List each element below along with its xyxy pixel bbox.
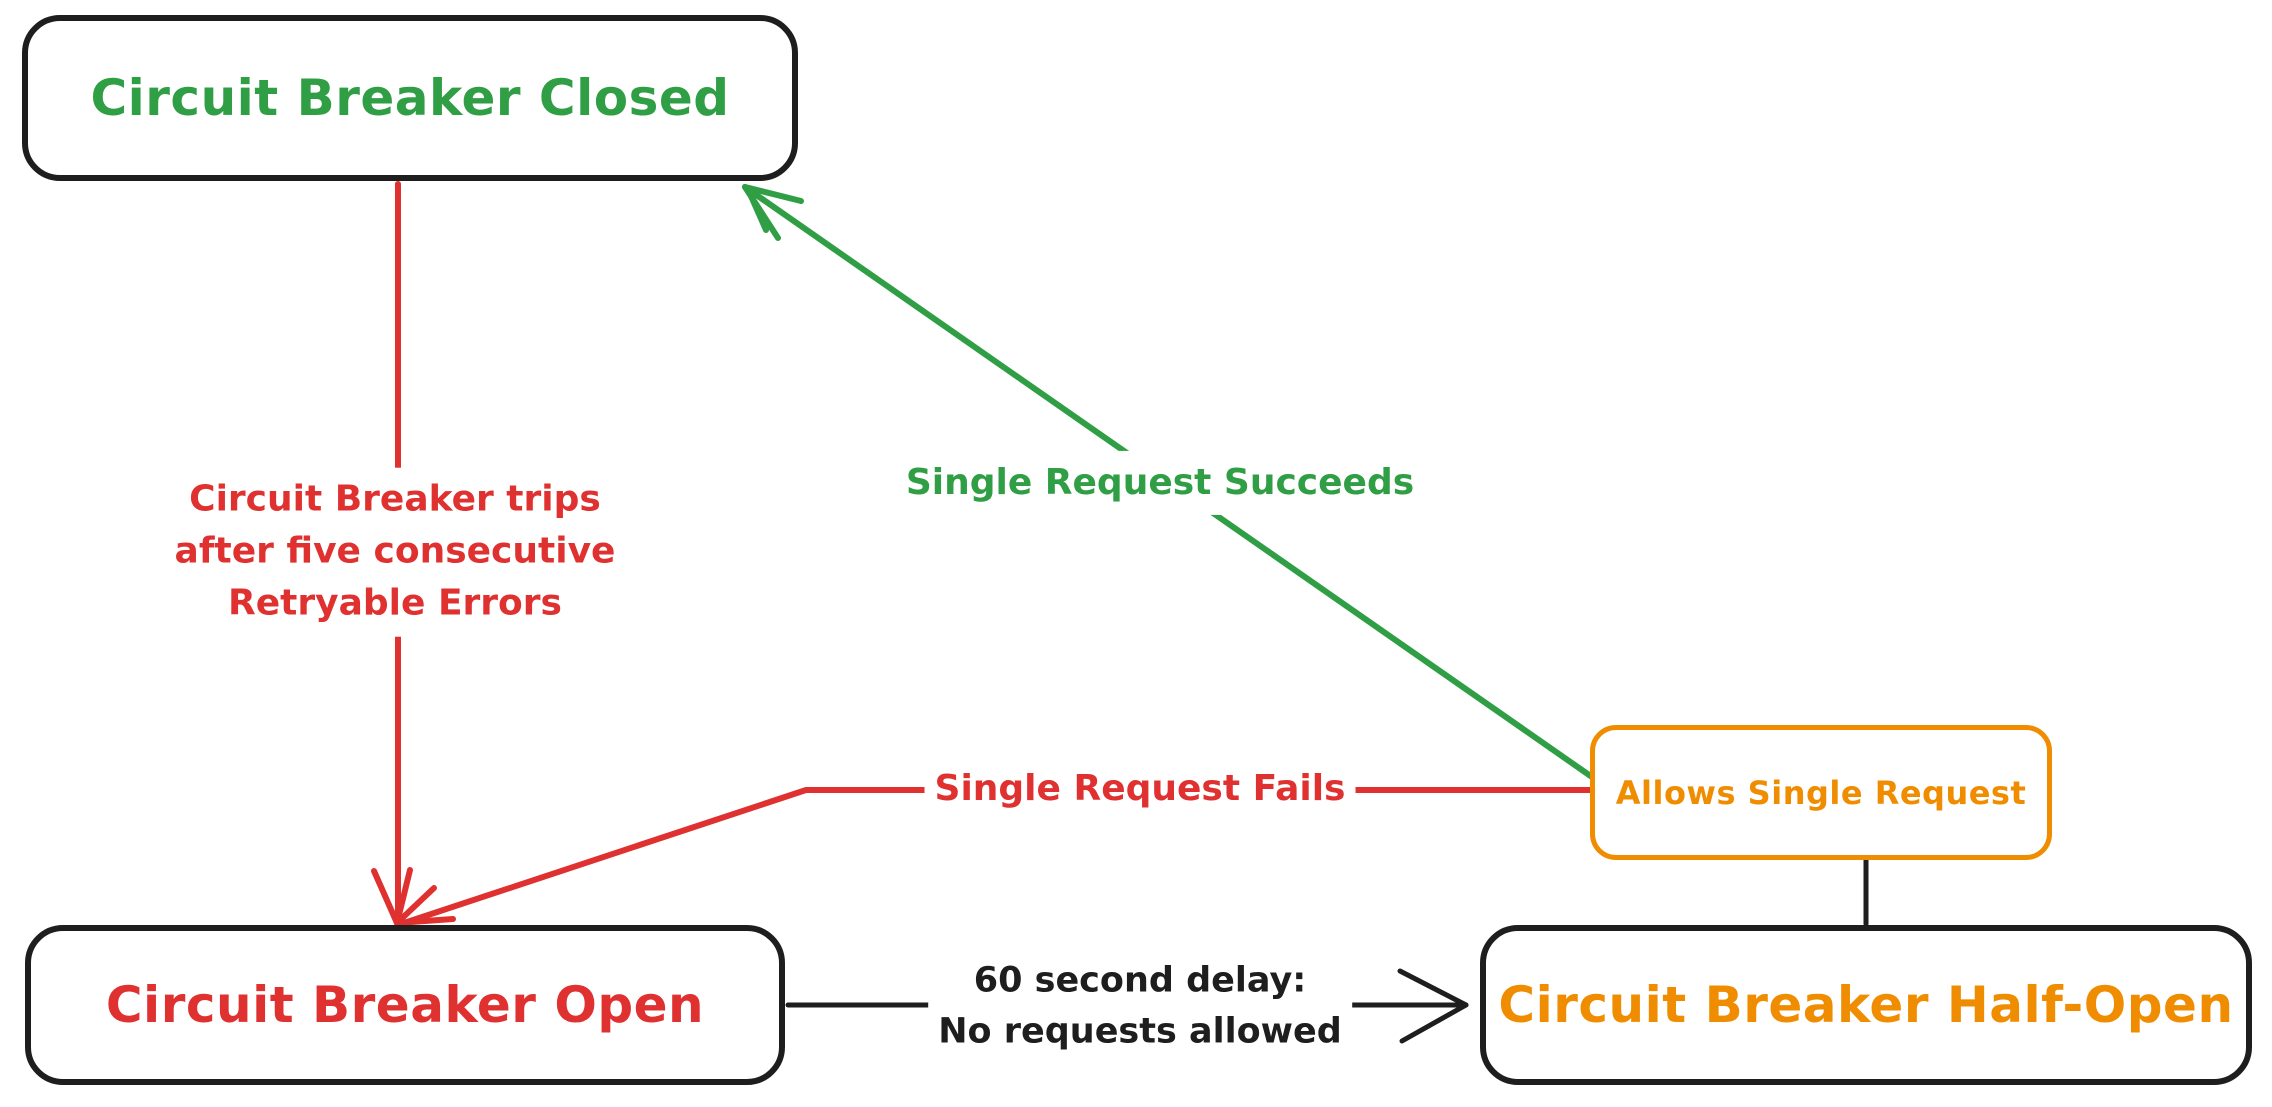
edge-label-fails: Single Request Fails <box>924 756 1356 822</box>
red-arrowhead <box>371 867 456 926</box>
edge-label-trips-line3: Retryable Errors <box>228 583 562 625</box>
edge-label-trips: Circuit Breaker trips after five consecu… <box>164 467 626 637</box>
edge-label-trips-line2: after five consecutive <box>174 530 616 572</box>
edge-label-delay: 60 second delay: No requests allowed <box>928 949 1352 1063</box>
edge-label-delay-line1: 60 second delay: <box>973 960 1307 1001</box>
edge-label-succeeds: Single Request Succeeds <box>895 450 1425 516</box>
node-circuit-breaker-closed-label: Circuit Breaker Closed <box>90 69 730 127</box>
edge-label-trips-line1: Circuit Breaker trips <box>189 478 601 520</box>
node-allows-single-request-label: Allows Single Request <box>1615 773 2027 812</box>
node-circuit-breaker-open-label: Circuit Breaker Open <box>105 976 705 1034</box>
node-circuit-breaker-open: Circuit Breaker Open <box>25 925 785 1085</box>
node-allows-single-request: Allows Single Request <box>1590 725 2052 860</box>
edge-label-delay-line2: No requests allowed <box>938 1011 1342 1051</box>
node-circuit-breaker-closed: Circuit Breaker Closed <box>22 15 798 181</box>
node-circuit-breaker-half-open: Circuit Breaker Half-Open <box>1480 925 2252 1085</box>
node-circuit-breaker-half-open-label: Circuit Breaker Half-Open <box>1498 976 2234 1034</box>
